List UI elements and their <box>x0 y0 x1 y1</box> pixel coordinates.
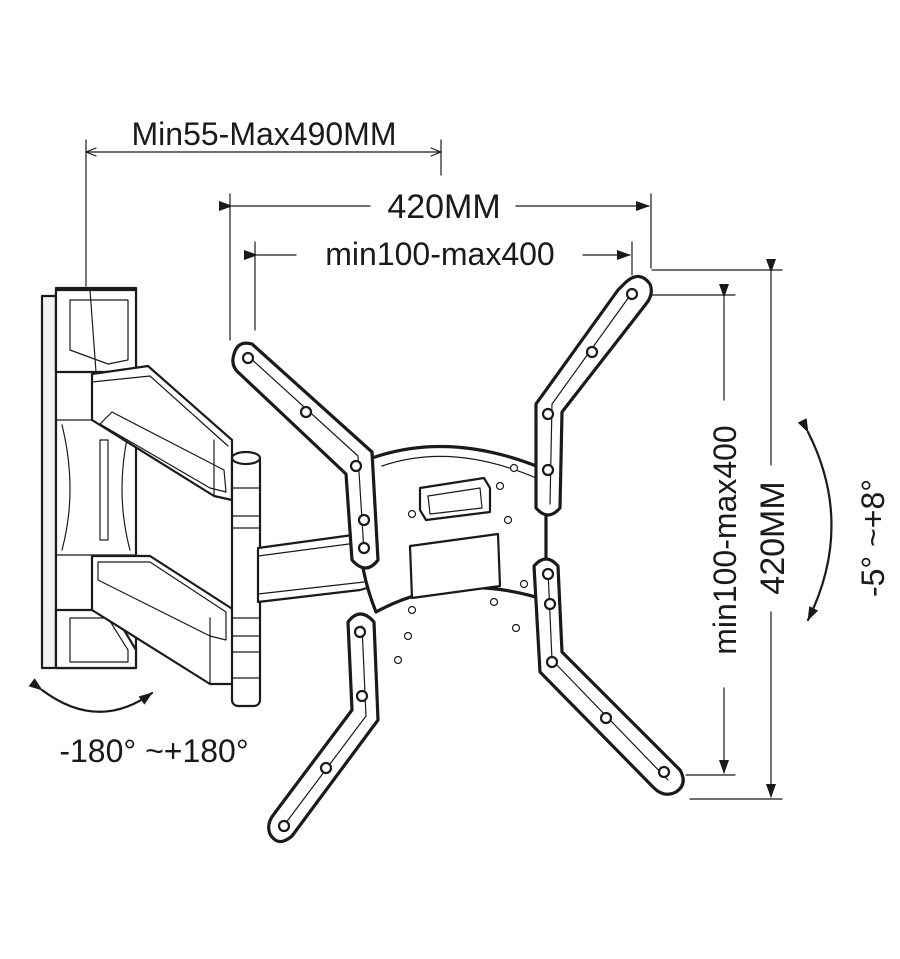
vesa-arm-lower-left <box>267 612 380 844</box>
vesa-center-plate <box>357 444 548 665</box>
swivel-angle-label: -180° ~+180° <box>59 733 248 769</box>
arm-extension-label: Min55-Max490MM <box>132 116 397 152</box>
plate-width-label: 420MM <box>387 188 500 226</box>
arm-extension-dimension: Min55-Max490MM <box>85 116 442 287</box>
vesa-arm-upper-left <box>231 341 380 570</box>
vesa-vertical-dimension: min100-max400 <box>651 284 743 776</box>
tilt-angle-label: -5° ~+8° <box>855 479 891 597</box>
vesa-horizontal-dimension: min100-max400 <box>244 236 633 331</box>
plate-height-label: 420MM <box>754 481 792 594</box>
vesa-horizontal-label: min100-max400 <box>325 236 554 272</box>
plate-height-dimension: 420MM <box>651 259 792 800</box>
swivel-angle-indicator: -180° ~+180° <box>28 678 249 769</box>
vesa-arm-lower-right <box>532 557 685 796</box>
pivot-post <box>230 450 262 708</box>
vesa-arm-upper-right <box>534 274 653 517</box>
tilt-angle-indicator: -5° ~+8° <box>797 418 891 622</box>
vesa-vertical-label: min100-max400 <box>707 425 743 654</box>
plate-width-dimension: 420MM <box>219 188 652 341</box>
